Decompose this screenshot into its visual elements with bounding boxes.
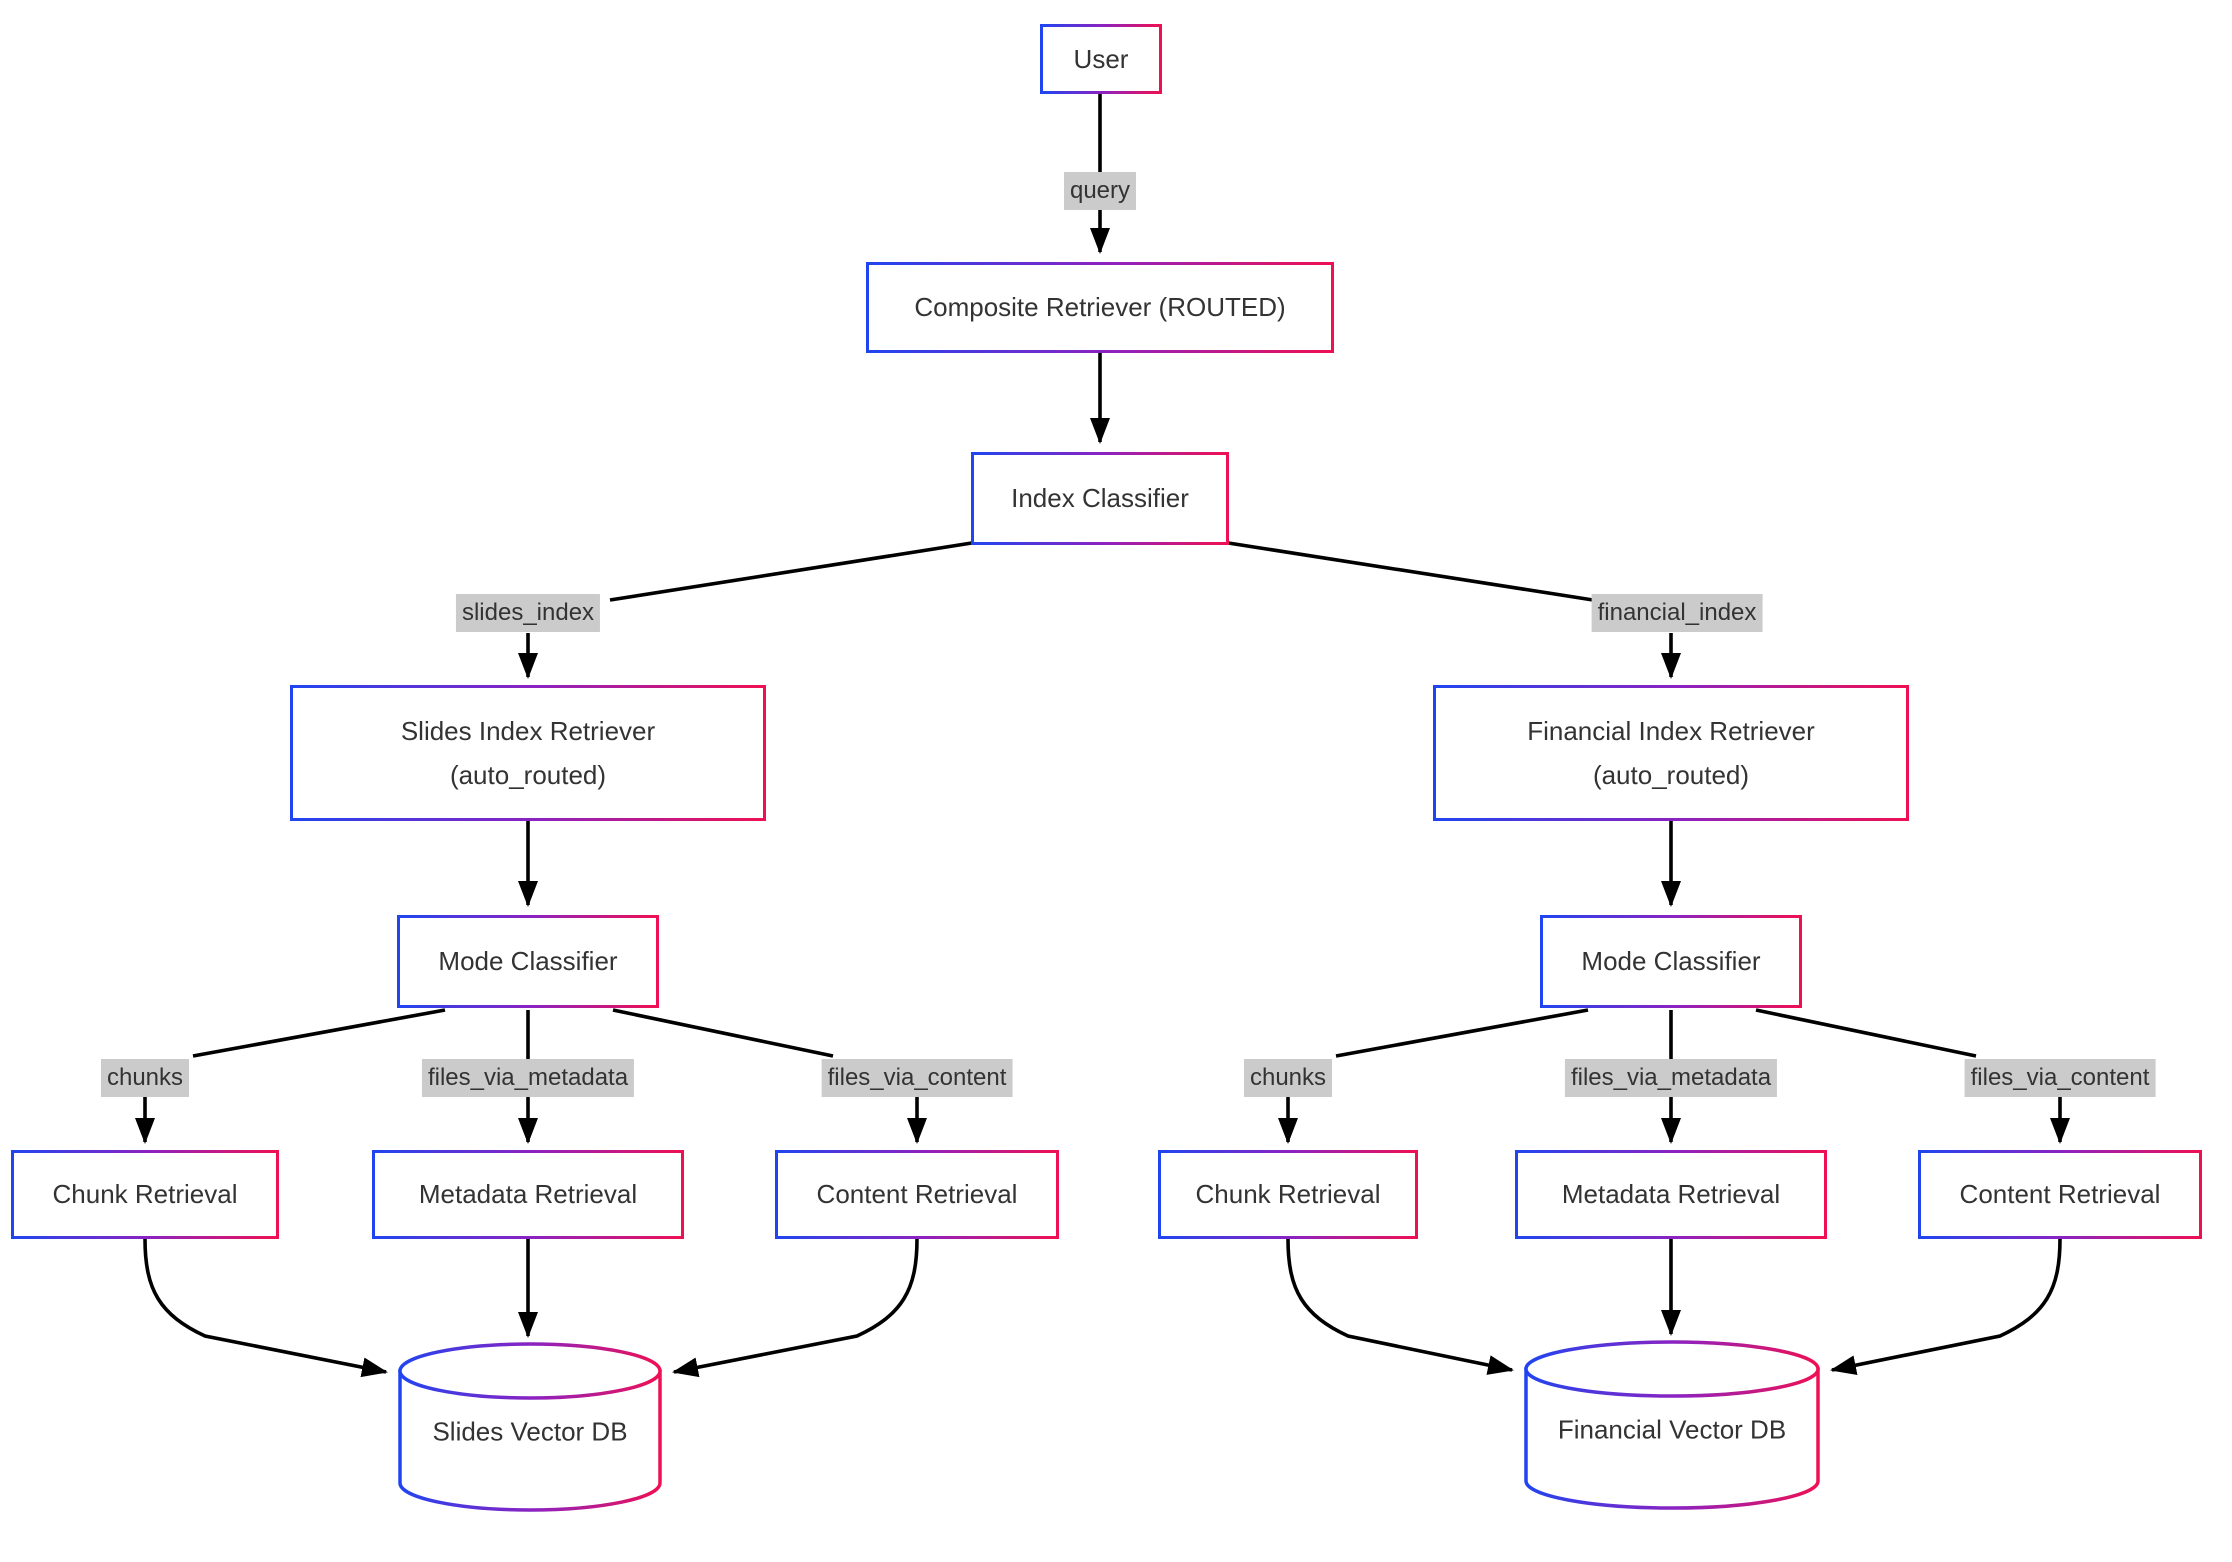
node-financial-vector-db-label: Financial Vector DB (1557, 1414, 1787, 1445)
node-mode-classifier-right-label: Mode Classifier (1581, 946, 1761, 977)
node-chunk-retrieval-right: Chunk Retrieval (1158, 1150, 1418, 1239)
slides-db-body (398, 1369, 662, 1512)
node-slides-index-retriever: Slides Index Retriever (auto_routed) (290, 685, 766, 821)
edge-mode-left-to-content-label (612, 1008, 834, 1058)
financial-vector-db-cylinder (1524, 1340, 1820, 1510)
node-user: User (1040, 24, 1162, 94)
node-financial-index-retriever-line1: Financial Index Retriever (1527, 715, 1815, 746)
node-chunk-retrieval-left-label: Chunk Retrieval (52, 1179, 238, 1210)
node-mode-classifier-left-label: Mode Classifier (438, 946, 618, 977)
node-metadata-retrieval-right: Metadata Retrieval (1515, 1150, 1827, 1239)
edge-index-classifier-to-financial-label (1221, 540, 1594, 602)
node-slides-index-retriever-line2: (auto_routed) (449, 760, 607, 790)
edge-chunk-retrieval-to-slides-db (143, 1238, 388, 1378)
edge-content-retrieval-to-financial-db (1830, 1238, 2062, 1376)
node-mode-classifier-left: Mode Classifier (397, 915, 659, 1008)
edge-label-files-via-content-left: files_via_content (821, 1059, 1013, 1097)
edge-index-classifier-to-slides-label (609, 540, 979, 602)
edge-mode-right-to-chunks-label (1335, 1008, 1589, 1058)
node-chunk-retrieval-left: Chunk Retrieval (11, 1150, 279, 1239)
node-slides-vector-db-label: Slides Vector DB (432, 1416, 628, 1447)
node-financial-index-retriever-line2: (auto_routed) (1592, 760, 1750, 790)
edge-content-retrieval-to-slides-db (672, 1238, 919, 1378)
slides-db-top-ellipse (398, 1342, 662, 1400)
node-slides-index-retriever-line1: Slides Index Retriever (400, 715, 656, 746)
edge-label-files-via-content-right: files_via_content (1964, 1059, 2156, 1097)
node-content-retrieval-left: Content Retrieval (775, 1150, 1059, 1239)
node-content-retrieval-right: Content Retrieval (1918, 1150, 2202, 1239)
edge-label-chunks-left: chunks (100, 1059, 190, 1097)
node-content-retrieval-right-label: Content Retrieval (1959, 1179, 2161, 1210)
edge-label-query: query (1063, 172, 1137, 210)
node-chunk-retrieval-right-label: Chunk Retrieval (1195, 1179, 1381, 1210)
node-composite-retriever-label: Composite Retriever (ROUTED) (914, 292, 1286, 323)
edge-label-chunks-right: chunks (1243, 1059, 1333, 1097)
node-financial-index-retriever: Financial Index Retriever (auto_routed) (1433, 685, 1909, 821)
node-mode-classifier-right: Mode Classifier (1540, 915, 1802, 1008)
edge-label-files-via-metadata-left: files_via_metadata (421, 1059, 635, 1097)
slides-vector-db-cylinder (398, 1342, 662, 1512)
node-composite-retriever: Composite Retriever (ROUTED) (866, 262, 1334, 353)
node-metadata-retrieval-right-label: Metadata Retrieval (1561, 1179, 1781, 1210)
node-metadata-retrieval-left-label: Metadata Retrieval (418, 1179, 638, 1210)
edge-label-files-via-metadata-right: files_via_metadata (1564, 1059, 1778, 1097)
edge-label-slides-index: slides_index (455, 594, 601, 632)
node-content-retrieval-left-label: Content Retrieval (816, 1179, 1018, 1210)
edge-label-financial-index: financial_index (1591, 594, 1763, 632)
financial-db-body (1524, 1367, 1820, 1510)
edge-chunk-retrieval-to-financial-db (1286, 1238, 1514, 1375)
edge-mode-left-to-chunks-label (192, 1008, 446, 1058)
node-metadata-retrieval-left: Metadata Retrieval (372, 1150, 684, 1239)
edge-mode-right-to-content-label (1755, 1008, 1977, 1058)
node-index-classifier-label: Index Classifier (1011, 483, 1189, 514)
node-user-label: User (1073, 43, 1129, 74)
node-index-classifier: Index Classifier (971, 452, 1229, 545)
financial-db-top-ellipse (1524, 1340, 1820, 1398)
